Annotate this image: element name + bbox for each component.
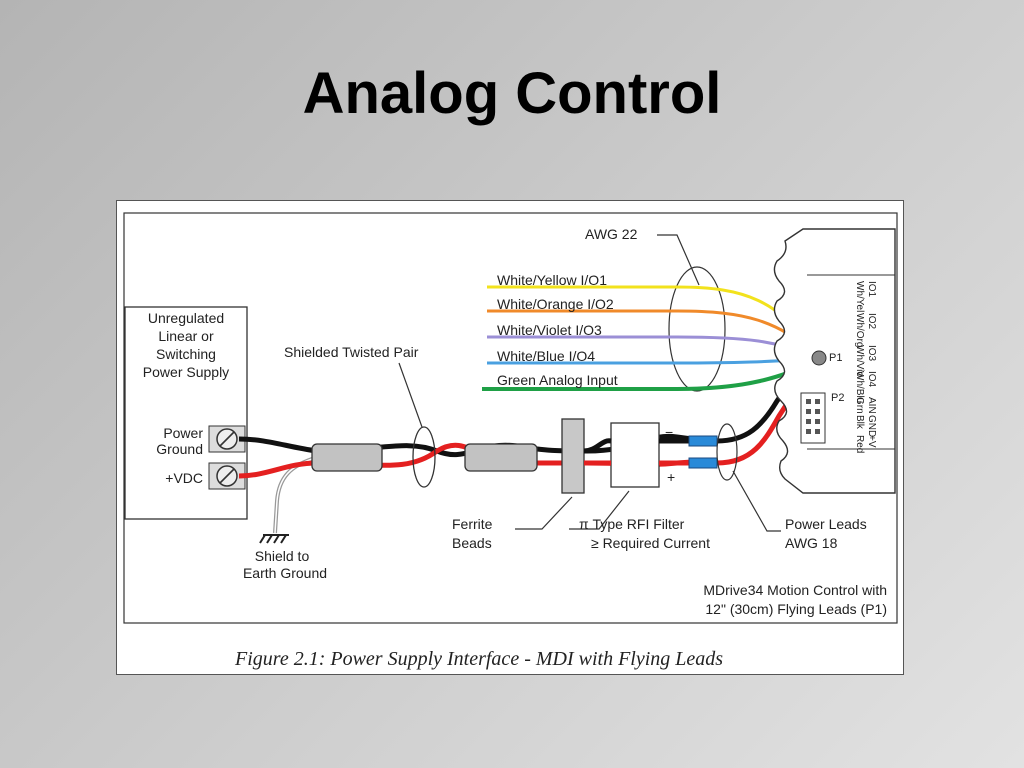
rfi-filter-box bbox=[610, 422, 660, 488]
twisted-pair-label: Shielded Twisted Pair bbox=[284, 344, 419, 360]
ferrite-bead bbox=[561, 418, 585, 494]
wire-label-io3: White/Violet I/O3 bbox=[497, 322, 602, 338]
polarity-plus: + bbox=[667, 469, 675, 485]
power-leads-label-2: AWG 18 bbox=[785, 535, 838, 551]
wire-label-io4: White/Blue I/O4 bbox=[497, 348, 595, 364]
pin-sub-io3: Wh/Vio bbox=[854, 345, 865, 377]
ferrule-red bbox=[688, 457, 718, 469]
pin-sub-io4: Wh/Blu bbox=[854, 371, 865, 403]
pin-sub-io2: Wh/Org bbox=[854, 313, 865, 347]
diagram-border bbox=[123, 212, 898, 624]
wire-label-io2: White/Orange I/O2 bbox=[497, 296, 614, 312]
rfi-filter-label-1: π Type RFI Filter bbox=[579, 516, 685, 532]
pin-label-v: +V bbox=[866, 435, 877, 448]
p2-connector bbox=[800, 392, 826, 444]
slide-title: Analog Control bbox=[302, 61, 722, 126]
ferrite-label-2: Beads bbox=[452, 535, 492, 551]
awg22-label: AWG 22 bbox=[585, 226, 638, 242]
shield-jacket-left bbox=[311, 443, 383, 472]
pin-label-ain: AIN bbox=[866, 397, 877, 414]
shield-label-1: Shield to bbox=[255, 548, 310, 564]
wire-label-io1: White/Yellow I/O1 bbox=[497, 272, 607, 288]
pin-sub-ain: Grn bbox=[854, 397, 865, 414]
power-supply-label-1: Unregulated bbox=[148, 310, 224, 326]
power-supply-label-3: Switching bbox=[156, 346, 216, 362]
wire-label-analog: Green Analog Input bbox=[497, 372, 618, 388]
p2-label: P2 bbox=[831, 392, 844, 404]
pin-sub-gnd: Blk bbox=[854, 415, 865, 430]
pin-label-io4: IO4 bbox=[866, 371, 877, 388]
vdc-label: +VDC bbox=[165, 470, 203, 486]
p1-connector bbox=[811, 350, 827, 366]
pin-sub-io1: Wh/Yel bbox=[854, 281, 865, 312]
power-supply-label-2: Linear or bbox=[158, 328, 214, 344]
pin-label-io1: IO1 bbox=[866, 281, 877, 298]
wiring-diagram: Unregulated Linear or Switching Power Su… bbox=[123, 212, 898, 670]
power-leads-label-1: Power Leads bbox=[785, 516, 867, 532]
wiring-figure: Unregulated Linear or Switching Power Su… bbox=[116, 200, 904, 675]
power-ground-label-2: Ground bbox=[156, 441, 203, 457]
rfi-filter-label-2: ≥ Required Current bbox=[591, 535, 710, 551]
mdrive-note-1: MDrive34 Motion Control with bbox=[703, 582, 887, 598]
power-supply-label-4: Power Supply bbox=[143, 364, 229, 380]
figure-caption: Figure 2.1: Power Supply Interface - MDI… bbox=[234, 648, 723, 670]
polarity-minus: − bbox=[665, 424, 673, 440]
ferrite-label-1: Ferrite bbox=[452, 516, 493, 532]
ferrule-black bbox=[688, 435, 718, 447]
shield-label-2: Earth Ground bbox=[243, 565, 327, 581]
shield-jacket-right bbox=[464, 443, 538, 472]
pin-labels: IO1 Wh/Yel IO2 Wh/Org IO3 Wh/Vio IO4 Wh/… bbox=[854, 281, 877, 453]
mdrive-note-2: 12" (30cm) Flying Leads (P1) bbox=[705, 601, 887, 617]
pin-label-io3: IO3 bbox=[866, 345, 877, 362]
pin-label-gnd: GND bbox=[866, 415, 877, 437]
pin-label-io2: IO2 bbox=[866, 313, 877, 330]
earth-ground-icon bbox=[259, 534, 289, 544]
power-ground-label-1: Power bbox=[163, 425, 203, 441]
pin-sub-v: Red bbox=[854, 435, 865, 453]
p1-label: P1 bbox=[829, 352, 842, 364]
